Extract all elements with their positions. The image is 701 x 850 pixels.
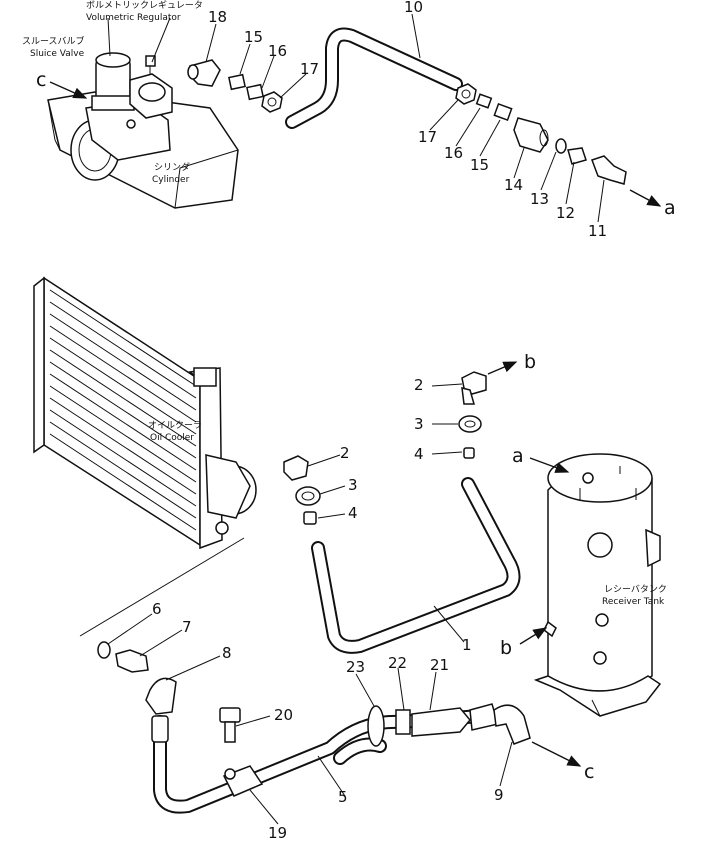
callout-17-left: 17 bbox=[300, 60, 319, 78]
volumetric-regulator-label-en: Volumetric Regulator bbox=[86, 13, 181, 23]
connection-a-in: a bbox=[512, 445, 524, 467]
part-callouts: 18 15 16 17 10 17 16 15 14 13 12 11 2 3 … bbox=[152, 0, 607, 842]
clamp-22 bbox=[395, 709, 411, 735]
callout-20: 20 bbox=[274, 706, 293, 724]
bolt-20 bbox=[219, 707, 241, 743]
callout-3-left: 3 bbox=[348, 476, 358, 494]
callout-3-right: 3 bbox=[414, 415, 424, 433]
callout-9: 9 bbox=[494, 786, 504, 804]
receiver-tank-illustration bbox=[533, 453, 662, 717]
oil-cooler-label-en: Oil Cooler bbox=[150, 433, 194, 443]
coupling-21 bbox=[411, 703, 499, 737]
elbow-2-right bbox=[461, 371, 487, 405]
connection-leader bbox=[79, 537, 245, 637]
nipple-15-right bbox=[493, 103, 513, 121]
o-ring-6 bbox=[97, 641, 111, 659]
callout-23: 23 bbox=[346, 658, 365, 676]
callout-16-right: 16 bbox=[444, 144, 463, 162]
hose-10 bbox=[285, 27, 463, 129]
callout-22: 22 bbox=[388, 654, 407, 672]
cylinder-label-jp: シリンダ bbox=[154, 161, 190, 173]
callout-2-right: 2 bbox=[414, 376, 424, 394]
callout-11: 11 bbox=[588, 222, 607, 240]
callout-13: 13 bbox=[530, 190, 549, 208]
clamp-19 bbox=[222, 765, 264, 797]
connection-letters: a a b b c c bbox=[36, 69, 676, 783]
nut-3-right bbox=[458, 415, 482, 433]
sluice-valve-label-en: Sluice Valve bbox=[30, 49, 85, 59]
elbow-9 bbox=[493, 704, 531, 745]
callout-4-right: 4 bbox=[414, 445, 424, 463]
connector-7 bbox=[115, 649, 149, 673]
hose-fitting-lower bbox=[151, 715, 169, 743]
nut-17-right bbox=[455, 83, 477, 105]
oil-cooler-label-jp: オイルクーラ bbox=[148, 420, 202, 431]
leader-lines bbox=[107, 13, 605, 825]
sluice-valve-label-jp: スルースバルブ bbox=[22, 35, 85, 47]
sleeve-4-right bbox=[463, 447, 475, 459]
callout-10: 10 bbox=[404, 0, 423, 16]
callout-19: 19 bbox=[268, 824, 287, 842]
washer-13 bbox=[555, 138, 567, 154]
sleeve-4-left bbox=[303, 511, 317, 525]
cylinder-label-en: Cylinder bbox=[152, 175, 190, 185]
callout-15-left: 15 bbox=[244, 28, 263, 46]
receiver-tank-label-jp: レシーバタンク bbox=[604, 584, 667, 595]
clamp-23 bbox=[367, 705, 385, 747]
connection-b-out: b bbox=[524, 351, 536, 373]
union-14 bbox=[513, 117, 549, 153]
callout-8: 8 bbox=[222, 644, 232, 662]
volumetric-regulator-label-jp: ボルメトリックレギュレータ bbox=[86, 0, 203, 11]
nut-3-left bbox=[295, 486, 321, 506]
fitting-12 bbox=[567, 147, 587, 165]
callout-6: 6 bbox=[152, 600, 162, 618]
elbow-8 bbox=[145, 677, 177, 715]
sleeve-16-right bbox=[475, 93, 493, 109]
callout-21: 21 bbox=[430, 656, 449, 674]
elbow-18 bbox=[187, 59, 221, 87]
volumetric-regulator-illustration bbox=[129, 55, 173, 119]
callout-12: 12 bbox=[556, 204, 575, 222]
callout-5: 5 bbox=[338, 788, 348, 806]
callout-7: 7 bbox=[182, 618, 192, 636]
callout-4-left: 4 bbox=[348, 504, 358, 522]
pipe-1 bbox=[311, 477, 521, 654]
callout-16-left: 16 bbox=[268, 42, 287, 60]
callout-17-right: 17 bbox=[418, 128, 437, 146]
elbow-2-left bbox=[283, 455, 309, 481]
connection-c-out: c bbox=[584, 761, 594, 783]
sleeve-16-left bbox=[246, 83, 264, 101]
connection-a-out: a bbox=[664, 197, 676, 219]
nipple-15-left bbox=[228, 73, 246, 91]
callout-1: 1 bbox=[462, 636, 472, 654]
sluice-valve-illustration bbox=[70, 52, 171, 181]
connector-11 bbox=[591, 155, 627, 185]
oil-cooler-illustration bbox=[33, 276, 257, 550]
nut-17-left bbox=[261, 91, 283, 113]
callout-2-left: 2 bbox=[340, 444, 350, 462]
callout-15-right: 15 bbox=[470, 156, 489, 174]
connection-b-in: b bbox=[500, 637, 512, 659]
connection-c-in: c bbox=[36, 69, 46, 91]
connection-arrows bbox=[49, 81, 662, 767]
component-captions: スルースバルブ Sluice Valve ボルメトリックレギュレータ Volum… bbox=[22, 0, 667, 607]
receiver-tank-label-en: Receiver Tank bbox=[602, 597, 665, 607]
callout-14: 14 bbox=[504, 176, 523, 194]
callout-18: 18 bbox=[208, 8, 227, 26]
